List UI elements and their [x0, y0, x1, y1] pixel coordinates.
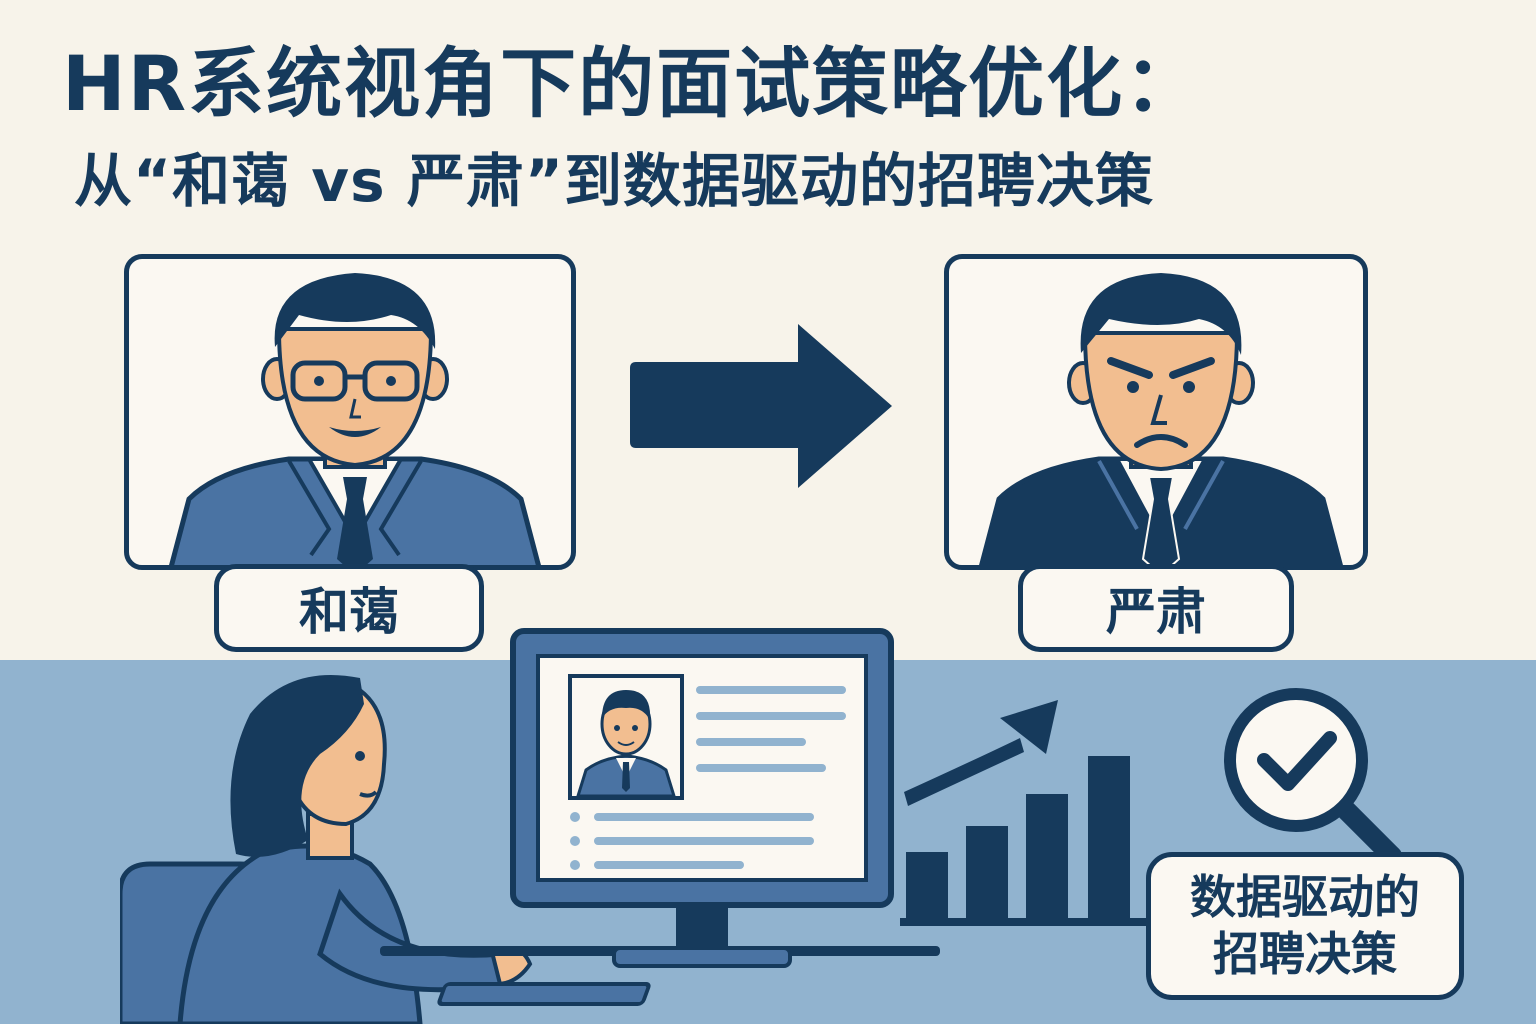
- resume-bullet: [570, 836, 580, 846]
- strict-interviewer-card: [944, 254, 1368, 570]
- hr-specialist-illustration: [120, 674, 533, 1024]
- strict-interviewer-illustration: [979, 273, 1343, 565]
- monitor-screen: [536, 654, 868, 882]
- resume-line: [696, 738, 806, 746]
- resume-line: [696, 764, 826, 772]
- badge-line-1: 数据驱动的: [1190, 869, 1420, 924]
- chart-bar: [1026, 794, 1068, 918]
- chart-bar: [906, 852, 948, 918]
- resume-line: [696, 712, 846, 720]
- chart-baseline: [900, 918, 1148, 926]
- data-driven-badge: 数据驱动的 招聘决策: [1146, 852, 1464, 1000]
- resume-line: [696, 686, 846, 694]
- resume-line: [594, 861, 744, 869]
- monitor-stand: [676, 906, 728, 952]
- monitor-base: [612, 946, 792, 968]
- page-subtitle: 从“和蔼 vs 严肃”到数据驱动的招聘决策: [74, 147, 1154, 215]
- computer-monitor: [510, 628, 894, 908]
- keyboard: [435, 982, 653, 1006]
- friendly-interviewer-illustration: [169, 273, 541, 565]
- badge-line-2: 招聘决策: [1213, 927, 1397, 981]
- page-title: HR系统视角下的面试策略优化：: [62, 39, 1203, 128]
- bar-chart-icon: [900, 700, 1148, 926]
- friendly-interviewer-card: [124, 254, 576, 570]
- candidate-avatar-icon: [576, 690, 676, 796]
- chart-bar: [966, 826, 1008, 918]
- right-arrow-icon: [630, 324, 892, 488]
- candidate-photo: [568, 674, 684, 800]
- resume-bullet: [570, 860, 580, 870]
- resume-bullet: [570, 812, 580, 822]
- friendly-label: 和蔼: [214, 564, 484, 652]
- strict-label: 严肃: [1018, 564, 1294, 652]
- chart-bar: [1088, 756, 1130, 918]
- resume-line: [594, 813, 814, 821]
- magnifier-check-icon: [1224, 688, 1402, 866]
- resume-line: [594, 837, 814, 845]
- trend-arrow-icon: [904, 700, 1058, 806]
